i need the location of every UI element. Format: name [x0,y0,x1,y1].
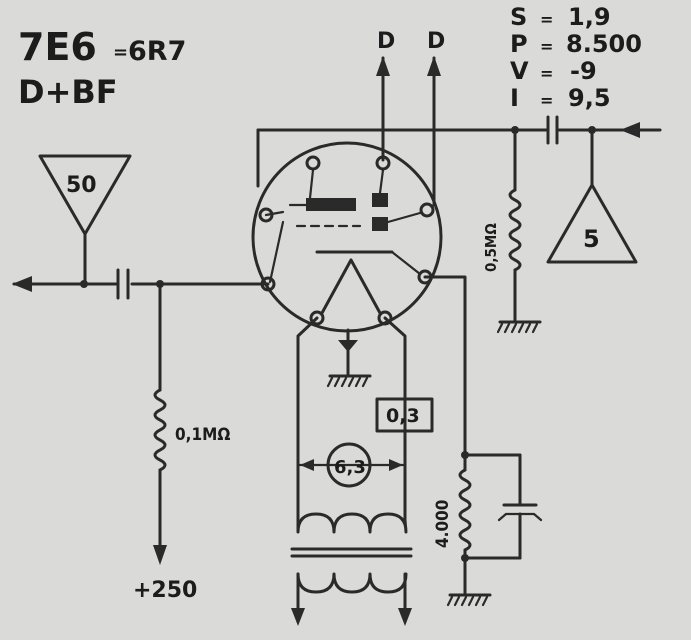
spec-sep-p: = [540,37,553,56]
node-cathode-ground [461,554,469,562]
diode-plate-1-lead [378,168,385,195]
spec-value-s: 1,9 [568,3,611,31]
pin-right [419,202,435,218]
spec-value-i: 9,5 [568,84,611,112]
diode-outputs: D D [376,29,445,207]
heater-voltage-arrow-left [300,459,314,471]
diode-1-arrow [376,56,390,76]
heater-voltage-circle [326,442,372,488]
equivalent-tube-name: 6R7 [128,36,186,67]
diode-label-2: D [427,29,445,54]
grid-cap-lead [308,168,315,200]
heater-circuit: 0,3 6,3 [290,316,434,626]
supply-voltage-label: +250 [133,578,197,603]
plate-resistor-zigzag [153,388,167,472]
amplifier-right-triangle [546,183,638,264]
amplifier-left-gain: 50 [66,173,97,198]
pin-heater-left [309,310,325,326]
tube-name: 7E6 [18,25,97,69]
cathode-resistor-zigzag [458,468,472,552]
diode-2-arrow [427,56,441,76]
tube-envelope [251,141,443,333]
grid-resistor-zigzag [508,188,522,272]
cathode-lead [423,275,467,457]
transformer-secondary [296,512,408,534]
primary-arrow-left [291,608,305,626]
plate-resistor-label: 0,1MΩ [175,425,230,445]
diode-plate-2-lead [386,211,422,224]
lower-left-lead [268,220,285,284]
cathode-resistor-label: 4.000 [433,500,453,548]
heater-lead-left [296,316,319,522]
diode-plate-2 [372,217,388,231]
heater-voltage-label: 6,3 [334,457,366,478]
spec-value-v: -9 [570,57,597,85]
primary-arrow-right [398,608,412,626]
spec-table: S = 1,9 P = 8.500 V = -9 I = 9,5 [510,3,642,112]
spec-key-s: S [510,3,527,31]
supply-arrow [153,545,167,565]
output-arrow [12,276,32,292]
heater-current-box [375,397,434,433]
pin-top-left [305,155,321,171]
heater-center-tap [338,340,358,352]
tube-function: D+BF [18,73,118,111]
cathode-ground-hatch [446,595,489,607]
triode-plate [306,198,356,211]
grid-ground-hatch [496,322,539,334]
heater-voltage-arrow-right [389,459,403,471]
grid-resistor-label: 0,5MΩ [482,223,500,272]
input-arrow [620,122,640,138]
heater-filament [320,258,382,315]
spec-key-p: P [510,30,528,58]
diode-plate-1 [372,193,388,207]
spec-value-p: 8.500 [566,30,642,58]
spec-sep-v: = [540,64,553,83]
tube-circle [251,141,443,333]
pin-heater-right [377,310,393,326]
triode-plate-pin-lead [264,210,285,217]
spec-sep-i: = [540,91,553,110]
cathode-bias-circuit: 4.000 [423,275,543,607]
heater-current-label: 0,3 [386,405,420,427]
spec-key-i: I [510,84,519,112]
heater-ground-hatch [326,376,369,388]
cathode-pin-lead [390,250,422,276]
spec-key-v: V [510,57,529,85]
amplifier-right-gain: 5 [583,225,600,253]
amplifier-left-triangle [38,154,132,236]
diode-label-1: D [377,29,395,54]
heater-lead-right [383,316,407,522]
transformer-primary [296,572,408,594]
plate-output-circuit: 50 0,1MΩ +250 [12,154,270,603]
grid-input-circuit: 0,5MΩ 5 [256,115,662,334]
equivalence-sign: = [113,42,128,63]
spec-sep-s: = [540,10,553,29]
